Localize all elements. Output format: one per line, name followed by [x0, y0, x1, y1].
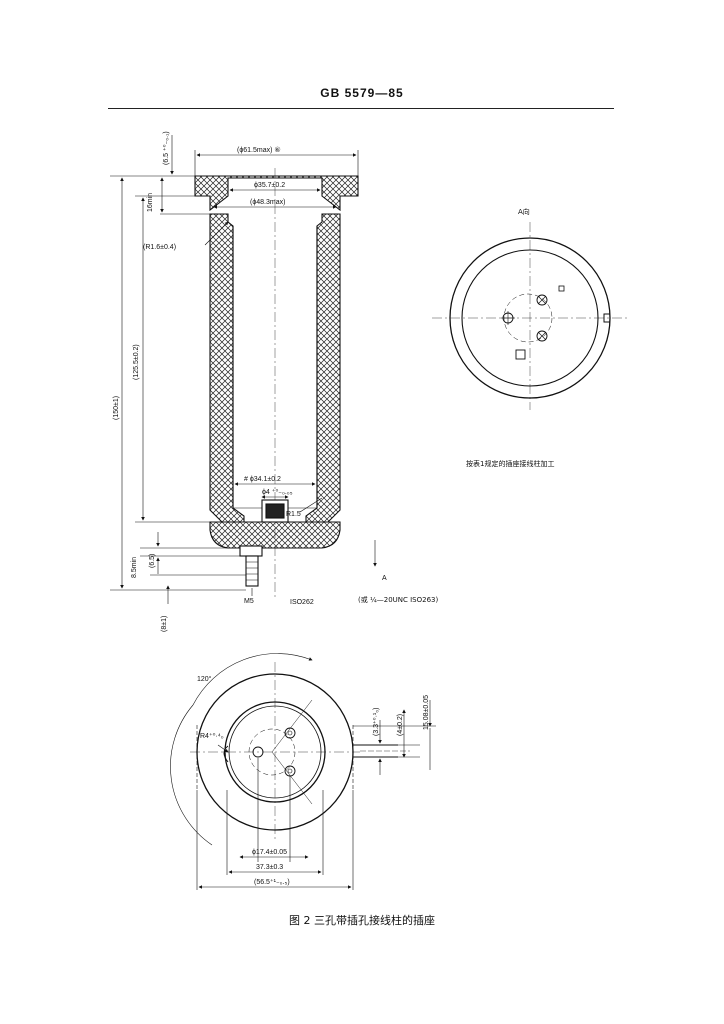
right-wall — [305, 213, 341, 523]
a-view-title: A向 — [518, 207, 530, 216]
header-rule — [108, 108, 614, 109]
dim-top-tolerance: (6.5 ⁺⁰₋₀.₁) — [162, 131, 170, 165]
dim-base-thickness: (6.5) — [149, 554, 156, 568]
dim-unc-alt: (或 ¼—20UNC ISO263) — [358, 595, 438, 604]
dim-fillet-top: (R1.6±0.4) — [143, 244, 176, 251]
dim-body-height: (125.5±0.2) — [133, 344, 140, 380]
front-dimension-texts: (6.5 ⁺⁰₋₀.₁) (ϕ61.5max) ⑥ ϕ35.7±0.2 (ϕ48… — [113, 131, 438, 632]
front-section-view — [194, 168, 359, 600]
dim-recess-depth: 16min — [147, 193, 154, 212]
dim-slot-position: 15.08±0.05 — [423, 695, 430, 730]
dim-total-height: (150±1) — [113, 396, 120, 420]
dim-inner-bottom-diameter: # ϕ34.1±0.2 — [244, 476, 281, 483]
dim-iso262: ISO262 — [290, 599, 314, 606]
dim-bore-diameter: ϕ35.7±0.2 — [254, 182, 285, 189]
bottom-plan-view — [170, 653, 410, 846]
dim-stud-length: (8±1) — [161, 616, 168, 632]
bottom-dimension-texts: 120° R4⁺⁰·⁴₀ (3.3⁺⁰·¹₀) (4±0.2) 15.08±0.… — [197, 675, 430, 886]
top-flange — [194, 175, 359, 212]
dim-fillet-r4: R4⁺⁰·⁴₀ — [200, 732, 224, 740]
standard-number: GB 5579—85 — [320, 86, 404, 100]
dim-inner-diameter: (ϕ48.3max) — [250, 199, 285, 206]
left-wall — [209, 213, 245, 523]
section-mark-a: A — [382, 575, 387, 582]
dim-slot-depth: (4±0.2) — [397, 714, 404, 736]
dim-overall-width: (56.5⁺¹₋₀.₅) — [254, 878, 290, 886]
dim-outer-diameter: (ϕ61.5max) ⑥ — [237, 146, 281, 154]
a-view-note: 按表1规定的插座接线柱加工 — [466, 459, 554, 468]
dim-fillet-bottom: R1.5 — [286, 511, 301, 518]
dim-thread-m5: M5 — [244, 598, 254, 605]
dim-pcd: ϕ17.4±0.05 — [252, 849, 287, 856]
a-direction-view — [432, 222, 628, 410]
dim-pin-length: 8.5min — [131, 557, 138, 578]
dim-flat-width: 37.3±0.3 — [256, 864, 283, 871]
bottom-dimension-lines — [196, 700, 436, 890]
stud-nut — [239, 545, 263, 557]
dim-angle: 120° — [197, 675, 212, 683]
figure-caption: 图 2 三孔带插孔接线柱的插座 — [289, 914, 435, 927]
dim-slot-width: (3.3⁺⁰·¹₀) — [372, 708, 380, 736]
front-dimension-lines — [110, 135, 377, 604]
dim-hole-diameter: ϕ4 ⁺⁰₋₀.₀₅ — [262, 488, 293, 496]
